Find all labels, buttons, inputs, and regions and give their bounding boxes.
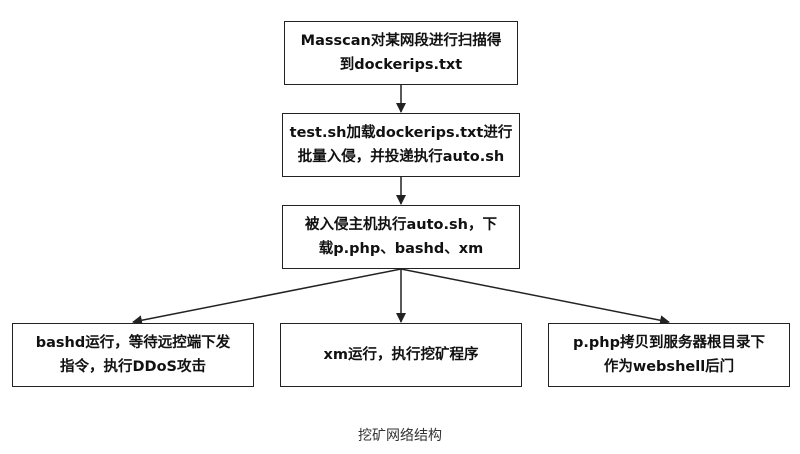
arrow-n3-n6 <box>400 268 670 326</box>
node-auto-sh-download-line-2: 载p.php、bashd、xm <box>318 241 484 257</box>
node-test-sh-intrusion-line-1: test.sh加载dockerips.txt进行 <box>289 125 513 141</box>
node-masscan-scan-line-2: 到dockerips.txt <box>339 57 463 73</box>
node-auto-sh-download-line-1: 被入侵主机执行auto.sh，下 <box>305 217 497 233</box>
node-test-sh-intrusion-line-2: 批量入侵，并投递执行auto.sh <box>297 149 505 165</box>
node-php-webshell-line-1: p.php拷贝到服务器根目录下 <box>573 335 765 351</box>
figure-caption: 挖矿网络结构 <box>358 428 442 444</box>
node-masscan-scan-line-1: Masscan对某网段进行扫描得 <box>300 33 502 49</box>
node-bashd-ddos-line-1: bashd运行，等待远控端下发 <box>35 335 231 351</box>
node-php-webshell: p.php拷贝到服务器根目录下 作为webshell后门 <box>548 323 790 387</box>
node-masscan-scan: Masscan对某网段进行扫描得 到dockerips.txt <box>284 21 518 85</box>
node-bashd-ddos: bashd运行，等待远控端下发 指令，执行DDoS攻击 <box>12 323 254 387</box>
node-php-webshell-line-2: 作为webshell后门 <box>603 359 735 375</box>
node-bashd-ddos-line-2: 指令，执行DDoS攻击 <box>60 359 206 375</box>
node-xm-mining-line-1: xm运行，执行挖矿程序 <box>323 347 479 363</box>
node-test-sh-intrusion: test.sh加载dockerips.txt进行 批量入侵，并投递执行auto.… <box>282 113 520 177</box>
node-auto-sh-download: 被入侵主机执行auto.sh，下 载p.php、bashd、xm <box>282 205 520 269</box>
node-xm-mining: xm运行，执行挖矿程序 <box>280 323 522 387</box>
arrow-n3-n4 <box>132 268 402 326</box>
